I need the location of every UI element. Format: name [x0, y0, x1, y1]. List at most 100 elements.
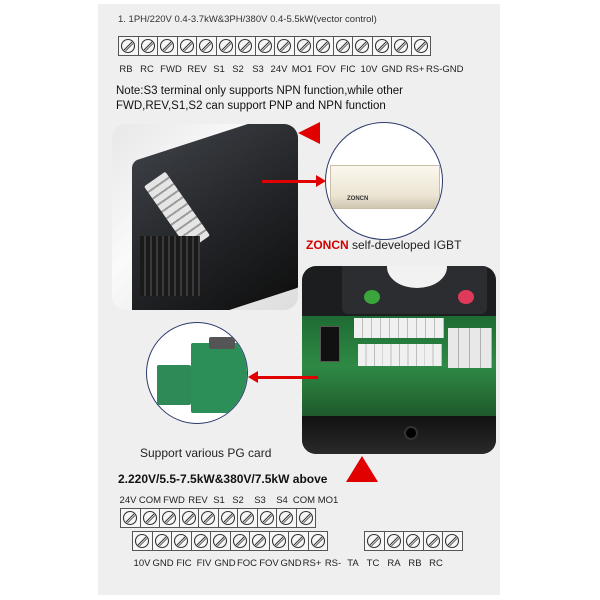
igbt-image-circle: ZONCN	[325, 122, 443, 240]
screw-terminal-icon	[288, 531, 309, 551]
terminal-label: 24V	[270, 64, 288, 75]
terminal-label: COM	[138, 495, 162, 506]
control-board-photo	[302, 266, 496, 454]
terminal-strip-1	[118, 36, 431, 56]
pg-card-image-circle	[146, 322, 248, 424]
drive-photo	[112, 124, 298, 310]
arrow-head-pg-icon	[248, 371, 258, 383]
run-button-icon	[364, 290, 380, 304]
terminal-label: TA	[347, 558, 359, 569]
terminal-label: MO1	[317, 495, 339, 506]
screw-terminal-icon	[178, 508, 199, 528]
screw-terminal-icon	[217, 508, 238, 528]
terminal-label: REV	[187, 64, 207, 75]
screw-terminal-icon	[295, 508, 316, 528]
screw-terminal-icon	[159, 508, 180, 528]
terminal-label: REV	[188, 495, 208, 506]
screw-terminal-icon	[210, 531, 231, 551]
screw-terminal-icon	[352, 36, 373, 56]
terminal-strip-2-top	[120, 508, 316, 528]
screw-terminal-icon	[293, 36, 314, 56]
terminal-label: COM	[292, 495, 316, 506]
screw-terminal-icon	[171, 531, 192, 551]
screw-terminal-icon	[157, 36, 178, 56]
terminal-label: RC	[429, 558, 443, 569]
screw-terminal-icon	[276, 508, 297, 528]
pointer-triangle-icon	[298, 122, 320, 144]
screw-terminal-icon	[196, 36, 217, 56]
arrow-line-pg	[256, 376, 318, 379]
igbt-module: ZONCN	[330, 165, 440, 209]
stop-button-icon	[458, 290, 474, 304]
screw-terminal-icon	[198, 508, 219, 528]
screw-terminal-icon	[215, 36, 236, 56]
screw-terminal-icon	[307, 531, 328, 551]
terminal-label: FIC	[340, 64, 356, 75]
screw-terminal-icon	[137, 36, 158, 56]
board-base	[302, 416, 496, 454]
terminal-label: RS-GND	[426, 64, 464, 75]
terminal-label: FWD	[163, 495, 185, 506]
igbt-module-label: ZONCN	[347, 196, 369, 202]
board-knob	[404, 426, 418, 440]
terminal-label: TC	[366, 558, 380, 569]
terminal-strip-2-bottom-right	[364, 531, 463, 551]
terminal-label: GND	[152, 558, 174, 569]
terminal-label: FIV	[196, 558, 212, 569]
screw-terminal-icon	[274, 36, 295, 56]
terminal-strip-2-bottom-left	[132, 531, 328, 551]
terminal-label: 10V	[360, 64, 378, 75]
npn-note-line2: FWD,REV,S1,S2 can support PNP and NPN fu…	[116, 100, 386, 112]
arrow-head-igbt-icon	[316, 175, 326, 187]
terminal-label: 24V	[119, 495, 137, 506]
terminal-label: GND	[381, 64, 403, 75]
npn-note: Note:S3 terminal only supports NPN funct…	[116, 84, 476, 114]
screw-terminal-icon	[442, 531, 463, 551]
terminal-label: GND	[280, 558, 302, 569]
pg-card-small	[157, 365, 191, 405]
screw-terminal-icon	[268, 531, 289, 551]
keypad	[342, 266, 487, 314]
arrow-line-igbt	[262, 180, 318, 183]
screw-terminal-icon	[391, 36, 412, 56]
igbt-caption-brand: ZONCN	[306, 238, 349, 252]
pg-caption: Support various PG card	[140, 446, 272, 460]
terminal-label: S3	[252, 64, 264, 75]
section2-title: 2.220V/5.5-7.5kW&380V/7.5kW above	[118, 472, 328, 486]
terminal-label: FIC	[176, 558, 192, 569]
terminal-label: FOC	[236, 558, 258, 569]
terminal-label: S2	[232, 64, 244, 75]
terminal-label: MO1	[291, 64, 313, 75]
terminal-label: S1	[213, 64, 225, 75]
drive-vent-grille	[140, 236, 200, 296]
terminal-label: 10V	[133, 558, 151, 569]
terminal-label: RS+	[302, 558, 322, 569]
terminal-label: FWD	[160, 64, 182, 75]
screw-terminal-icon	[383, 531, 404, 551]
terminal-label: RA	[387, 558, 401, 569]
screw-terminal-icon	[256, 508, 277, 528]
terminal-label: RC	[140, 64, 154, 75]
screw-terminal-icon	[151, 531, 172, 551]
npn-note-line1: Note:S3 terminal only supports NPN funct…	[116, 85, 404, 97]
screw-terminal-icon	[235, 36, 256, 56]
screw-terminal-icon	[190, 531, 211, 551]
terminal-label: S3	[254, 495, 266, 506]
terminal-label: FOV	[259, 558, 279, 569]
screw-terminal-icon	[313, 36, 334, 56]
terminal-label: S4	[276, 495, 288, 506]
keypad-dial	[387, 266, 447, 288]
igbt-caption: ZONCN self-developed IGBT	[306, 238, 461, 252]
terminal-label: S1	[213, 495, 225, 506]
board-relay-terminals	[448, 328, 492, 368]
terminal-label: GND	[214, 558, 236, 569]
screw-terminal-icon	[132, 531, 153, 551]
board-terminal-row-top	[354, 318, 444, 338]
terminal-label: RS+	[405, 64, 425, 75]
screw-terminal-icon	[410, 36, 431, 56]
screw-terminal-icon	[118, 36, 139, 56]
terminal-label: RB	[119, 64, 133, 75]
